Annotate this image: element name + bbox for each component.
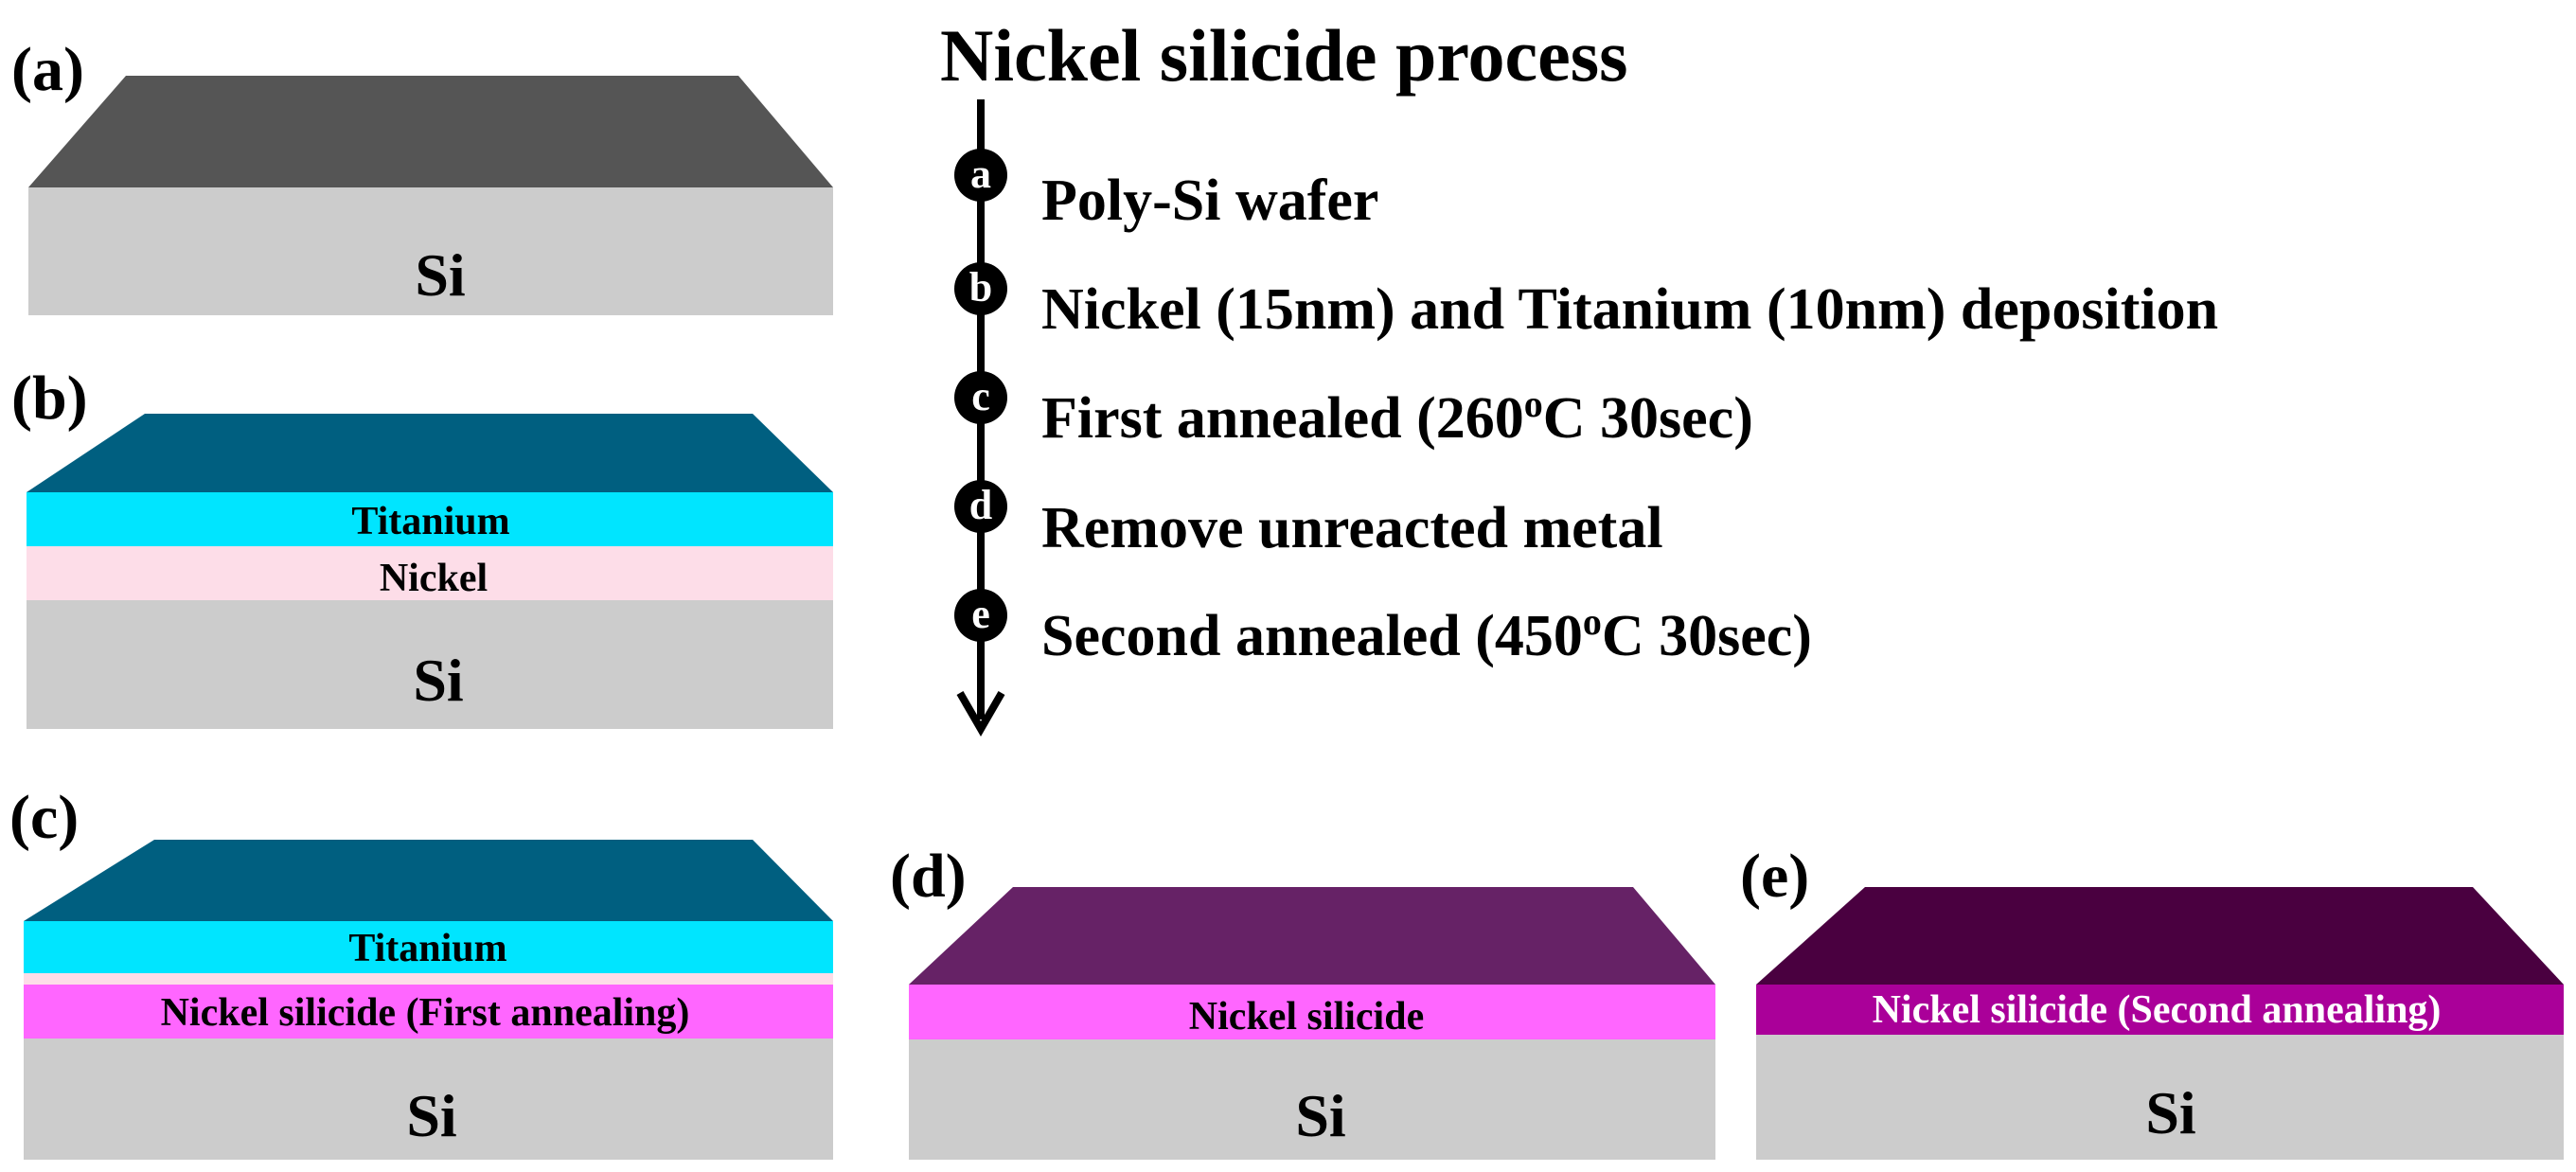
panel-b-si-block — [27, 600, 833, 729]
step-a-letter: a — [970, 151, 991, 197]
process-step-e: e Second annealed (450oC 30sec) — [954, 589, 1812, 668]
panel-a-si-label: Si — [415, 241, 465, 309]
panel-e: (e) Nickel silicide (Second annealing) S… — [1740, 842, 2564, 1160]
panel-b-nickel-label: Nickel — [380, 557, 488, 600]
panel-e-silicide-layer — [1756, 985, 2564, 1035]
panel-b-nickel-layer — [27, 546, 833, 600]
panel-e-si-block — [1756, 1035, 2564, 1160]
step-e-text-pre: Second annealed (450 — [1041, 604, 1583, 668]
panel-c-si-block — [24, 1039, 833, 1160]
step-b-text: Nickel (15nm) and Titanium (10nm) deposi… — [1041, 277, 2218, 342]
panel-e-label: (e) — [1740, 842, 1809, 911]
process-step-b: b Nickel (15nm) and Titanium (10nm) depo… — [954, 262, 2218, 342]
process-step-d: d Remove unreacted metal — [954, 480, 1663, 560]
panel-e-silicide-top — [1756, 887, 2564, 985]
panel-b-titanium-top — [27, 414, 833, 492]
process-title: Nickel silicide process — [940, 14, 1628, 97]
process-step-a: a Poly-Si wafer — [954, 149, 1378, 233]
step-e-degree: o — [1583, 600, 1602, 643]
panel-a-poly-si-top — [28, 76, 833, 187]
panel-d-silicide-label: Nickel silicide — [1189, 995, 1424, 1039]
step-b-letter: b — [969, 264, 992, 311]
panel-b-titanium-layer — [27, 492, 833, 546]
panel-d-silicide-layer — [909, 985, 1715, 1039]
panel-d-silicide-top — [909, 887, 1715, 985]
panel-c-silicide-label: Nickel silicide (First annealing) — [161, 991, 690, 1035]
process-step-c: c First annealed (260oC 30sec) — [954, 371, 1753, 451]
panel-b-label: (b) — [11, 364, 88, 433]
panel-c-titanium-layer — [24, 921, 833, 973]
panel-c-interface-gap — [24, 973, 833, 985]
panel-c-titanium-top — [24, 840, 833, 921]
panel-c-si-label: Si — [406, 1082, 456, 1149]
step-e-letter: e — [971, 591, 990, 637]
step-a-marker — [954, 149, 1007, 202]
step-c-degree: o — [1524, 382, 1543, 425]
panel-d-si-block — [909, 1039, 1715, 1160]
panel-e-silicide-label: Nickel silicide (Second annealing) — [1873, 988, 2442, 1032]
panel-a: (a) Si — [11, 35, 833, 315]
step-d-marker — [954, 480, 1007, 533]
step-e-marker — [954, 589, 1007, 642]
panel-a-si-block — [28, 187, 833, 315]
step-c-letter: c — [971, 373, 990, 419]
step-b-marker — [954, 262, 1007, 315]
panel-d: (d) Nickel silicide Si — [890, 842, 1715, 1160]
panel-d-si-label: Si — [1295, 1082, 1345, 1149]
step-c-text-pre: First annealed (260 — [1041, 386, 1524, 451]
step-d-letter: d — [969, 482, 992, 528]
step-e-text: Second annealed (450oC 30sec) — [1041, 600, 1812, 668]
step-c-text-post: C 30sec) — [1543, 386, 1753, 451]
panel-b: (b) Titanium Nickel Si — [11, 364, 833, 729]
step-e-text-post: C 30sec) — [1602, 604, 1812, 668]
step-a-text: Poly-Si wafer — [1041, 169, 1378, 233]
panel-c-silicide-layer — [24, 985, 833, 1039]
panel-c-label: (c) — [9, 783, 79, 852]
panel-b-titanium-label: Titanium — [351, 500, 509, 543]
panel-c-titanium-label: Titanium — [348, 927, 506, 970]
panel-a-label: (a) — [11, 35, 84, 104]
step-d-text: Remove unreacted metal — [1041, 496, 1663, 560]
process-arrow-head — [956, 690, 1005, 737]
panel-b-si-label: Si — [413, 647, 463, 714]
panel-d-label: (d) — [890, 842, 967, 911]
process-flow: Nickel silicide process a Poly-Si wafer … — [940, 14, 2218, 737]
step-c-marker — [954, 371, 1007, 424]
step-c-text: First annealed (260oC 30sec) — [1041, 382, 1753, 451]
panel-c: (c) Titanium Nickel silicide (First anne… — [9, 783, 833, 1160]
panel-e-si-label: Si — [2145, 1079, 2195, 1146]
